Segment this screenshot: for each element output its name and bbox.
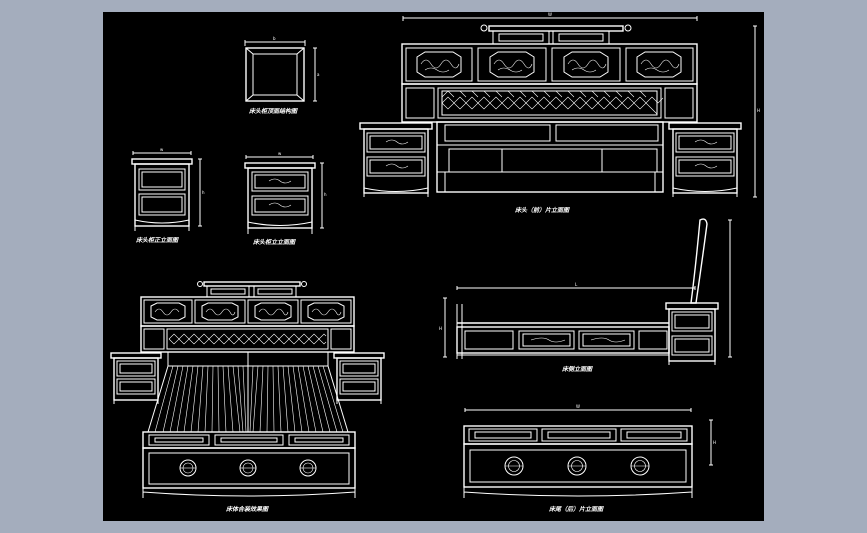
caption-side-table-face: 床头柜立立面图 [252,238,296,246]
drawing-sheet: b a 床头柜顶面结构图 w [103,12,764,521]
side-table-face-view: w h 床头柜立立面图 [244,151,327,246]
caption-bed-head: 床头（前）片立面图 [514,206,570,214]
seat-width-dim: b [273,36,276,41]
side-length-dim: L [575,282,578,287]
table-width-dim-1: w [160,147,164,152]
bed-side-elevation: L H [439,218,732,373]
table-height-dim-2: h [324,192,327,197]
seat-height-dim: a [317,72,320,77]
footstool-top-view: b a 床头柜顶面结构图 [244,36,320,115]
head-width-dim: W [548,12,552,17]
side-table-front-view: w h 床头柜正立面图 [131,147,205,244]
cad-drawing: b a 床头柜顶面结构图 w [110,12,760,513]
tail-height-dim: H [713,440,716,445]
tail-width-dim: W [576,404,580,409]
table-width-dim-2: w [278,151,282,156]
caption-footstool: 床头柜顶面结构图 [248,107,298,115]
caption-bed-assembly: 床体合装效果图 [225,505,269,513]
table-height-dim-1: h [202,190,205,195]
bed-tail-elevation: W H [463,404,716,513]
caption-bed-tail: 床尾（后）片立面图 [548,505,604,513]
head-height-dim: H [757,108,760,113]
bed-head-front-elevation: W H [359,12,760,214]
caption-bed-side: 床侧立面图 [561,365,593,373]
bed-assembly-view: 床体合装效果图 [110,281,385,513]
caption-side-table-front: 床头柜正立面图 [135,236,179,244]
side-height-dim: H [439,326,442,331]
